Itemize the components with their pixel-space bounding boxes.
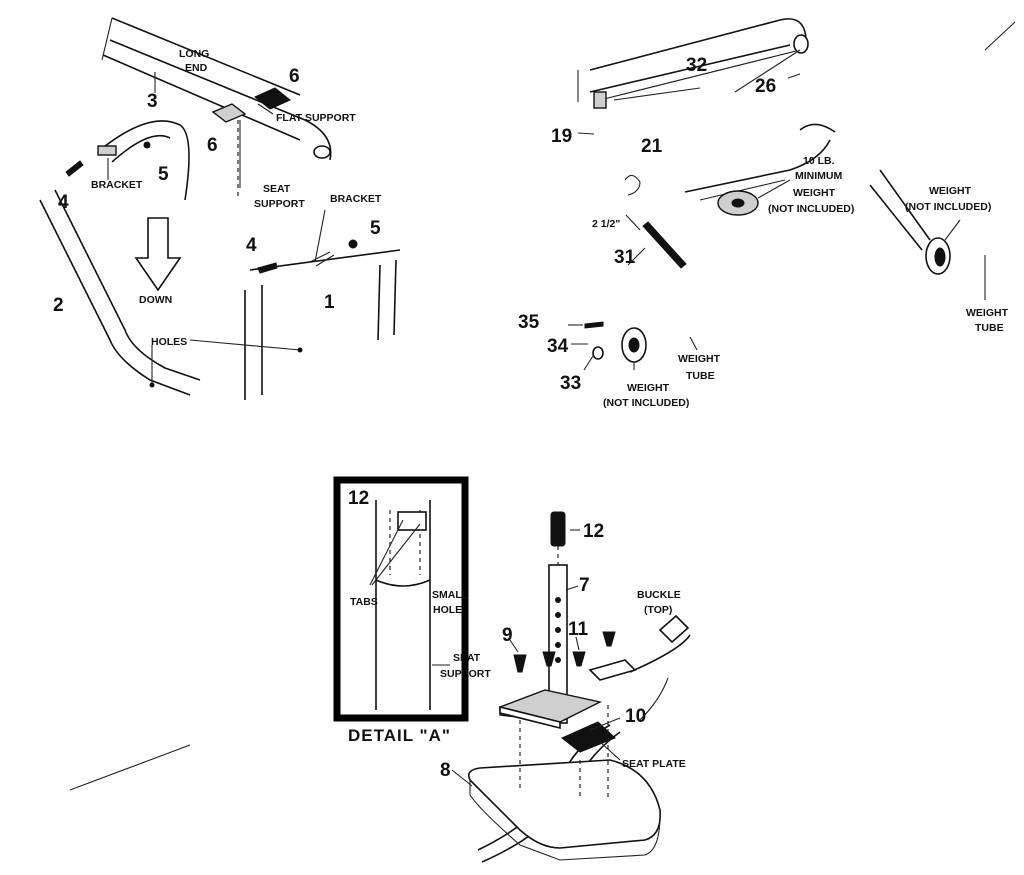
small-hole-label: HOLE: [433, 604, 462, 616]
part-26-callout: 26: [755, 76, 776, 97]
holes-label: HOLES: [151, 336, 187, 348]
flat-support-label: FLAT SUPPORT: [276, 112, 356, 124]
seat-plate-label: SEAT PLATE: [622, 758, 686, 770]
down-label: DOWN: [139, 294, 172, 306]
long-end-label: LONG: [179, 48, 209, 60]
min-weight-label: (NOT INCLUDED): [768, 203, 854, 215]
buckle-label: (TOP): [644, 604, 672, 616]
weight-arm-assembly: [568, 18, 986, 371]
weight-tube-label: TUBE: [975, 322, 1004, 334]
part-6-callout: 6: [289, 66, 300, 87]
small-hole-label: SMALL: [432, 589, 469, 601]
part-12-callout: 12: [348, 488, 369, 509]
part-5-callout: 5: [370, 218, 381, 239]
dimension-label: 2 1/2": [592, 218, 620, 230]
seat-assembly: [451, 511, 691, 863]
part-9-callout: 9: [502, 625, 513, 646]
seat-support-label: SUPPORT: [440, 668, 491, 680]
part-12-callout: 12: [583, 521, 604, 542]
weight-label: (NOT INCLUDED): [603, 397, 689, 409]
part-32-callout: 32: [686, 55, 707, 76]
part-8-callout: 8: [440, 760, 451, 781]
frame-assembly: [39, 17, 401, 400]
tabs-label: TABS: [350, 596, 378, 608]
min-weight-label: WEIGHT: [793, 187, 836, 199]
part-4-callout: 4: [246, 235, 257, 256]
part-21-callout: 21: [641, 136, 663, 157]
long-end-label: END: [185, 62, 208, 74]
bracket-label: BRACKET: [330, 193, 382, 205]
weight-label: WEIGHT: [929, 185, 972, 197]
part-35-callout: 35: [518, 312, 540, 333]
detail-a-title: DETAIL "A": [348, 726, 451, 745]
part-34-callout: 34: [547, 336, 569, 357]
part-2-callout: 2: [53, 295, 64, 316]
buckle-label: BUCKLE: [637, 589, 681, 601]
part-5-callout: 5: [158, 164, 169, 185]
part-1-callout: 1: [324, 292, 335, 313]
part-4-callout: 4: [58, 192, 69, 213]
seat-support-label: SUPPORT: [254, 198, 305, 210]
weight-tube-label: WEIGHT: [678, 353, 721, 365]
part-6-callout: 6: [207, 135, 218, 156]
part-7-callout: 7: [579, 575, 590, 596]
weight-tube-label: TUBE: [686, 370, 715, 382]
min-weight-label: MINIMUM: [795, 170, 842, 182]
part-33-callout: 33: [560, 373, 581, 394]
part-31-callout: 31: [614, 247, 636, 268]
detail-a-box: [333, 476, 469, 722]
weight-label: WEIGHT: [627, 382, 670, 394]
weight-label: (NOT INCLUDED): [905, 201, 991, 213]
seat-support-label: SEAT: [453, 652, 481, 664]
bracket-label: BRACKET: [91, 179, 143, 191]
min-weight-label: 10 LB.: [803, 155, 835, 167]
weight-tube-label: WEIGHT: [966, 307, 1009, 319]
seat-support-label: SEAT: [263, 183, 291, 195]
part-3-callout: 3: [147, 91, 158, 112]
part-19-callout: 19: [551, 126, 572, 147]
part-10-callout: 10: [625, 706, 646, 727]
part-11-callout: 11: [568, 619, 589, 640]
